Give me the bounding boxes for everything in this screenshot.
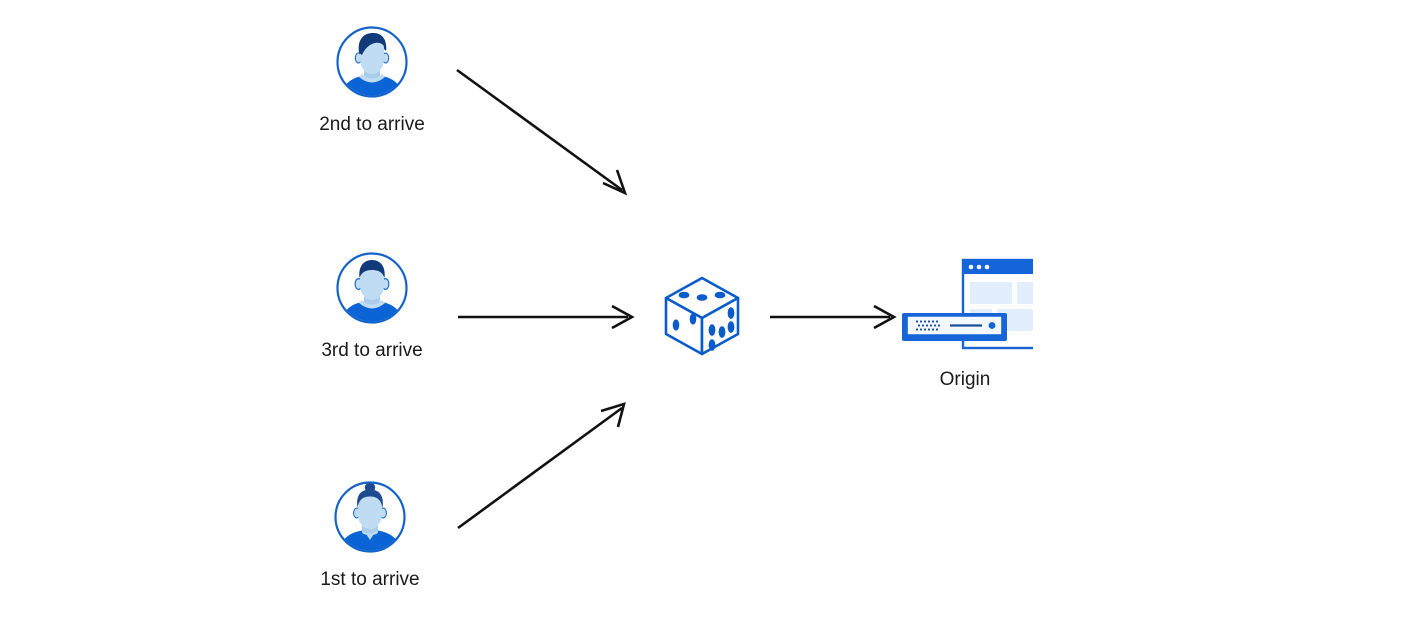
server-device-icon	[901, 313, 1007, 341]
node-visitor-1st[interactable]: 1st to arrive	[295, 480, 445, 591]
user-avatar-icon	[334, 481, 406, 553]
node-label: 1st to arrive	[320, 569, 420, 590]
arrow-1st-to-dice	[457, 402, 626, 530]
origin-server-icon	[901, 258, 1033, 350]
node-label: 2nd to arrive	[319, 114, 425, 135]
arrow-3rd-to-dice	[458, 304, 635, 330]
dice-icon	[664, 276, 740, 356]
node-label: Origin	[939, 369, 991, 390]
node-visitor-3rd[interactable]: 3rd to arrive	[297, 251, 447, 362]
node-label: 3rd to arrive	[321, 340, 423, 361]
node-origin[interactable]: Origin	[865, 255, 1065, 391]
user-avatar-icon	[336, 26, 408, 98]
node-randomizer[interactable]	[659, 273, 759, 359]
arrow-2nd-to-dice	[456, 68, 628, 196]
user-avatar-icon	[336, 252, 408, 324]
node-visitor-2nd[interactable]: 2nd to arrive	[297, 25, 447, 136]
